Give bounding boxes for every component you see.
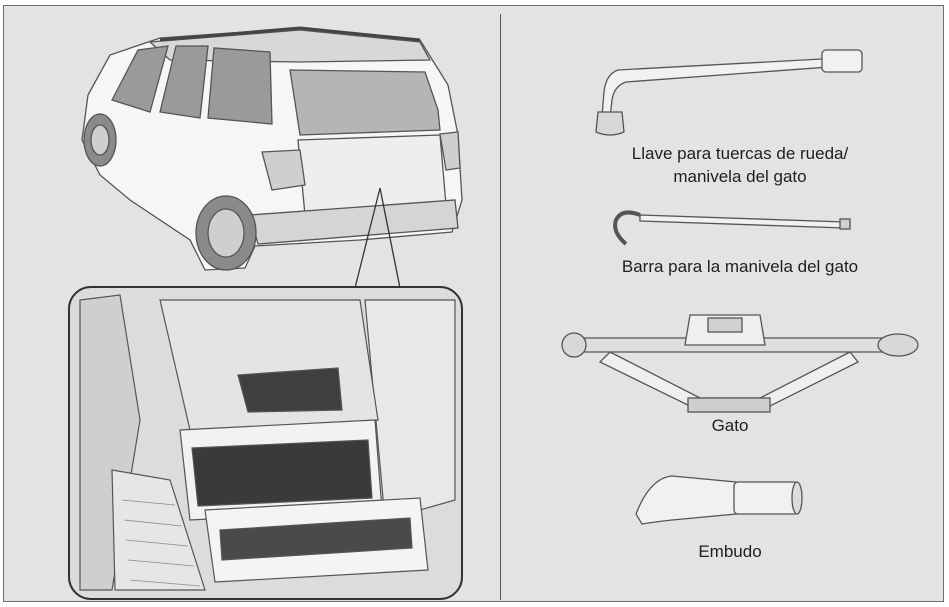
wrench-label-line1: Llave para tuercas de rueda/: [631, 144, 849, 163]
jack-bar-icon: [613, 210, 851, 246]
wrench-label-line2: manivela del gato: [673, 167, 807, 186]
funnel-label: Embudo: [698, 542, 762, 561]
cargo-area-inset: [68, 286, 463, 600]
callout-line-left: [354, 187, 381, 289]
vertical-divider: [500, 14, 501, 600]
wrench-icon: [595, 49, 863, 136]
jack-icon: [561, 314, 919, 413]
callout-line-right: [379, 187, 401, 289]
funnel-icon: [635, 475, 803, 525]
jack-label: Gato: [711, 416, 749, 435]
jack-bar-label: Barra para la manivela del gato: [621, 257, 859, 276]
suv-illustration: [81, 26, 463, 271]
